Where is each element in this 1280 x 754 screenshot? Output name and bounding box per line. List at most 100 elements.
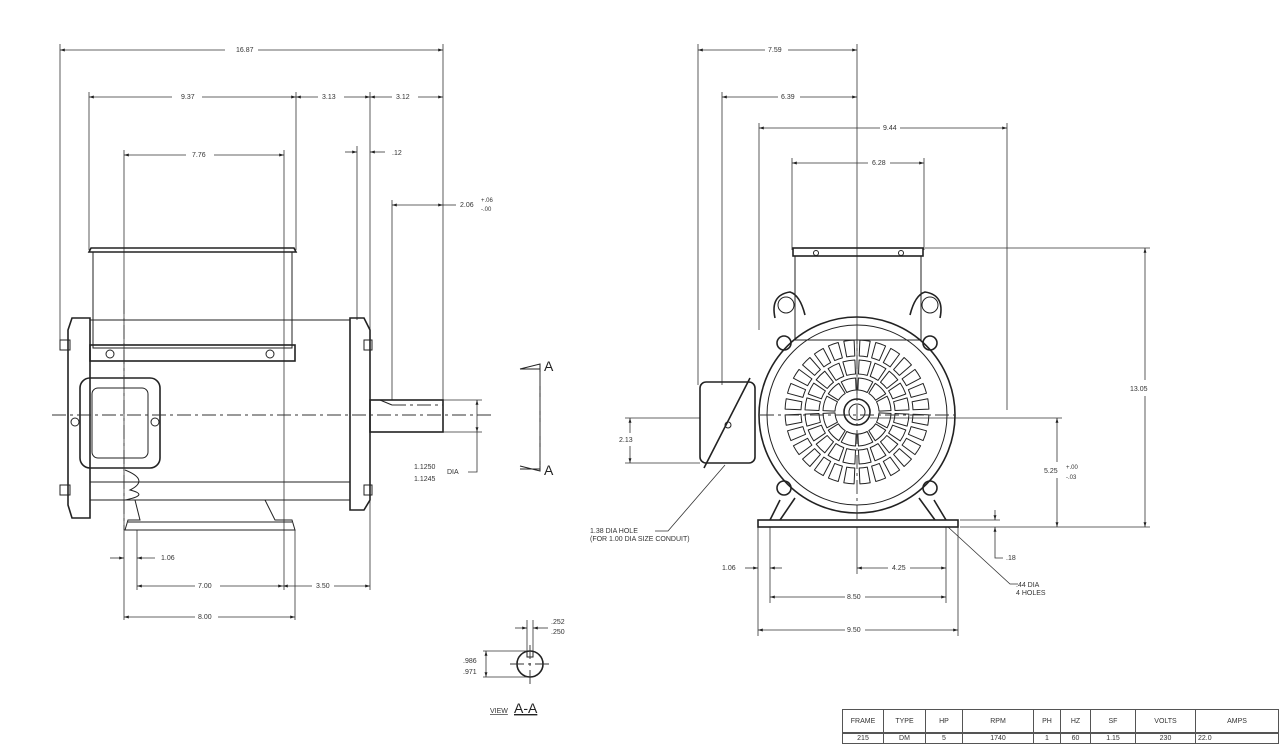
- dim-overall-length: 16.87: [236, 47, 254, 54]
- value-sf: 1.15: [1090, 732, 1136, 744]
- header-hz: HZ: [1060, 709, 1091, 734]
- dim-shaft-dia-label: DIA: [447, 469, 459, 476]
- section-label-bottom: A: [544, 462, 554, 478]
- motor-end-body: [699, 247, 959, 528]
- grille-slot: [888, 424, 907, 442]
- grille-slot: [815, 370, 834, 389]
- value-amps: 22.0: [1195, 732, 1279, 744]
- dim-shaft-height: 5.25: [1044, 468, 1058, 475]
- grille-slot: [787, 426, 807, 442]
- header-type: TYPE: [883, 709, 926, 734]
- grille-slot: [827, 462, 843, 482]
- section-cut-line: A A: [519, 358, 554, 478]
- key-width-min: .250: [551, 629, 565, 636]
- spec-table-row: 215 DM 5 1740 1 60 1.15 230 22.0: [842, 732, 1279, 744]
- header-ph: PH: [1033, 709, 1061, 734]
- grille-slot: [868, 423, 887, 442]
- grille-slot: [840, 377, 857, 393]
- dim-7-59: 7.59: [768, 47, 782, 54]
- grille-slot: [907, 382, 927, 398]
- dim-9-50: 9.50: [847, 627, 861, 634]
- key-depth-max: .986: [463, 658, 477, 665]
- section-label-top: A: [544, 358, 554, 374]
- header-amps: AMPS: [1195, 709, 1279, 734]
- grille-slot: [813, 456, 832, 477]
- dim-shaft-tol-plus: +.06: [481, 198, 494, 204]
- grille-slot: [901, 437, 922, 456]
- view-label: A-A: [514, 700, 538, 716]
- grille-slot: [784, 413, 803, 426]
- grille-slot: [784, 398, 803, 411]
- grille-slot: [880, 370, 899, 389]
- grille-slot: [858, 466, 871, 485]
- grille-slot: [827, 382, 846, 401]
- dim-shaft-dia-max: 1.1250: [414, 464, 436, 471]
- dim-18: .18: [1006, 555, 1016, 562]
- grille-slot: [871, 462, 887, 482]
- value-ph: 1: [1033, 732, 1061, 744]
- grille-slot: [858, 339, 871, 358]
- value-type: DM: [883, 732, 926, 744]
- grille-slot: [882, 347, 901, 368]
- grille-slot: [842, 448, 856, 465]
- dim-7-00: 7.00: [198, 583, 212, 590]
- dim-6-28: 6.28: [872, 160, 886, 167]
- grille-slot: [901, 368, 922, 387]
- header-volts: VOLTS: [1135, 709, 1196, 734]
- value-hz: 60: [1060, 732, 1091, 744]
- grille-slot: [813, 347, 832, 368]
- header-sf: SF: [1090, 709, 1136, 734]
- grille-slot: [827, 443, 845, 462]
- dim-4-25: 4.25: [892, 565, 906, 572]
- dim-shaft-tol-minus: -.00: [481, 207, 492, 213]
- conduit-note-line2: (FOR 1.00 DIA SIZE CONDUIT): [590, 536, 690, 543]
- grille-slot: [893, 448, 912, 467]
- side-view: 16.87 9.37 3.13 3.12 7.76 .12 2.06 +.06 …: [52, 44, 554, 621]
- grille-slot: [804, 413, 821, 427]
- grille-slot: [857, 431, 874, 447]
- grille-slot: [840, 431, 857, 447]
- fan-grille: [784, 339, 930, 485]
- grille-slot: [868, 382, 887, 401]
- grille-slot: [893, 397, 910, 411]
- dim-3-50: 3.50: [316, 583, 330, 590]
- spec-table: FRAME TYPE HP RPM PH HZ SF VOLTS AMPS 21…: [842, 709, 1279, 744]
- grille-slot: [822, 395, 838, 412]
- hole-note-line1: .44 DIA: [1016, 582, 1040, 589]
- grille-slot: [857, 377, 874, 393]
- spec-table-header: FRAME TYPE HP RPM PH HZ SF VOLTS AMPS: [842, 709, 1279, 734]
- header-rpm: RPM: [962, 709, 1034, 734]
- dim-2-13: 2.13: [619, 437, 633, 444]
- conduit-note-line1: 1.38 DIA HOLE: [590, 528, 638, 535]
- grille-slot: [871, 342, 887, 362]
- header-hp: HP: [925, 709, 963, 734]
- end-view: 7.59 6.39 9.44 6.28 13.05 5.25 +.00 -.03…: [590, 44, 1150, 636]
- dim-8-50: 8.50: [847, 594, 861, 601]
- grille-slot: [869, 443, 887, 462]
- grille-slot: [802, 357, 821, 376]
- dim-shaft-dia-min: 1.1245: [414, 476, 436, 483]
- key-depth-min: .971: [463, 669, 477, 676]
- grille-slot: [822, 412, 838, 429]
- grille-slot: [807, 424, 826, 442]
- grille-slot: [827, 362, 845, 381]
- grille-slot: [907, 426, 927, 442]
- view-a-a: .252 .250 .986 .971 VIEW A-A: [463, 619, 565, 716]
- key-width-max: .252: [551, 619, 565, 626]
- header-frame: FRAME: [842, 709, 884, 734]
- dim-9-37: 9.37: [181, 94, 195, 101]
- grille-slot: [893, 357, 912, 376]
- dim-end-1-06: 1.06: [722, 565, 736, 572]
- grille-slot: [876, 395, 892, 412]
- dimension-lines: [60, 48, 482, 619]
- grille-slot: [858, 359, 872, 376]
- grille-slot: [802, 448, 821, 467]
- motor-side-body: [52, 247, 492, 531]
- dim-12: .12: [392, 150, 402, 157]
- grille-slot: [911, 398, 930, 411]
- value-rpm: 1740: [962, 732, 1034, 744]
- dim-3-12: 3.12: [396, 94, 410, 101]
- value-hp: 5: [925, 732, 963, 744]
- dim-shaft-length: 2.06: [460, 202, 474, 209]
